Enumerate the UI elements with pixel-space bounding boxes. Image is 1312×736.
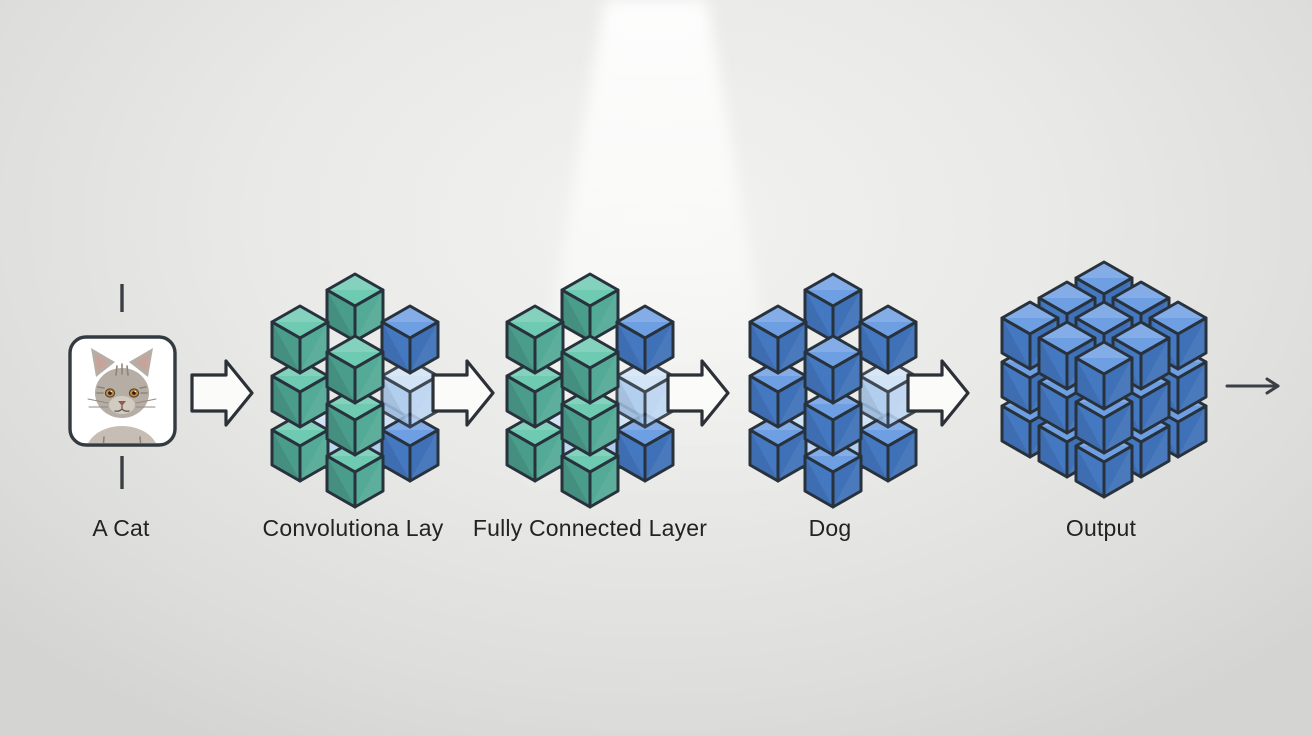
cube	[615, 412, 675, 483]
cube	[560, 334, 620, 405]
cube	[858, 304, 918, 375]
cube	[803, 272, 863, 343]
cube	[505, 304, 565, 375]
cube	[270, 304, 330, 375]
cube	[505, 358, 565, 429]
cluster-dog	[748, 272, 918, 509]
cube	[325, 334, 385, 405]
cube	[560, 272, 620, 343]
cube	[748, 304, 808, 375]
cluster-output	[1000, 260, 1208, 499]
stage-label-input: A Cat	[92, 515, 150, 541]
block-arrow-icon-3	[666, 359, 730, 427]
cube	[748, 358, 808, 429]
cat-image	[68, 335, 177, 447]
stage-label-fc: Fully Connected Layer	[472, 515, 708, 541]
cluster-fc	[505, 272, 675, 509]
cube	[615, 304, 675, 375]
cube	[560, 386, 620, 457]
cube	[858, 412, 918, 483]
block-arrow-icon-2	[431, 359, 495, 427]
cube	[325, 272, 385, 343]
stage-label-dog: Dog	[808, 515, 852, 541]
thin-arrow-icon	[1225, 377, 1280, 395]
cube	[1074, 340, 1134, 411]
stage-label-output: Output	[1065, 515, 1137, 541]
cube	[380, 412, 440, 483]
block-arrow-icon-4	[906, 359, 970, 427]
cube	[748, 412, 808, 483]
cube	[270, 358, 330, 429]
cluster-conv	[270, 272, 440, 509]
cube	[380, 304, 440, 375]
block-arrow-icon-1	[190, 359, 254, 427]
cube	[380, 358, 440, 429]
cube	[803, 334, 863, 405]
stage-label-conv: Convolutiona Lay	[262, 515, 444, 541]
